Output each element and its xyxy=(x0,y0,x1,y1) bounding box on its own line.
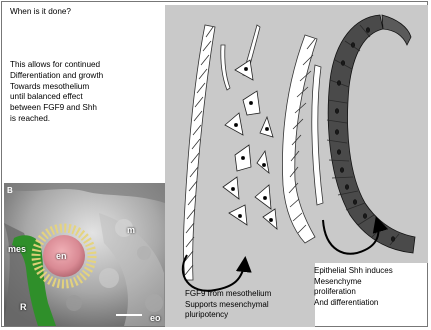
label-eo: eo xyxy=(150,313,161,323)
label-m: m xyxy=(127,225,135,235)
sem-micrograph-image: B xyxy=(4,183,165,326)
caption-shh: Epithelial Shh induces Mesenchyme prolif… xyxy=(314,266,426,308)
label-r: R xyxy=(20,302,27,312)
slide-title: When is it done? xyxy=(10,7,71,16)
panel-letter-b: B xyxy=(7,186,13,195)
label-mes: mes xyxy=(8,244,26,254)
slide-body-text: This allows for continued Differentiatio… xyxy=(10,60,160,125)
caption-fgf9: FGF9 from mesothelium Supports mesenchym… xyxy=(185,289,305,321)
label-en: en xyxy=(56,251,67,261)
